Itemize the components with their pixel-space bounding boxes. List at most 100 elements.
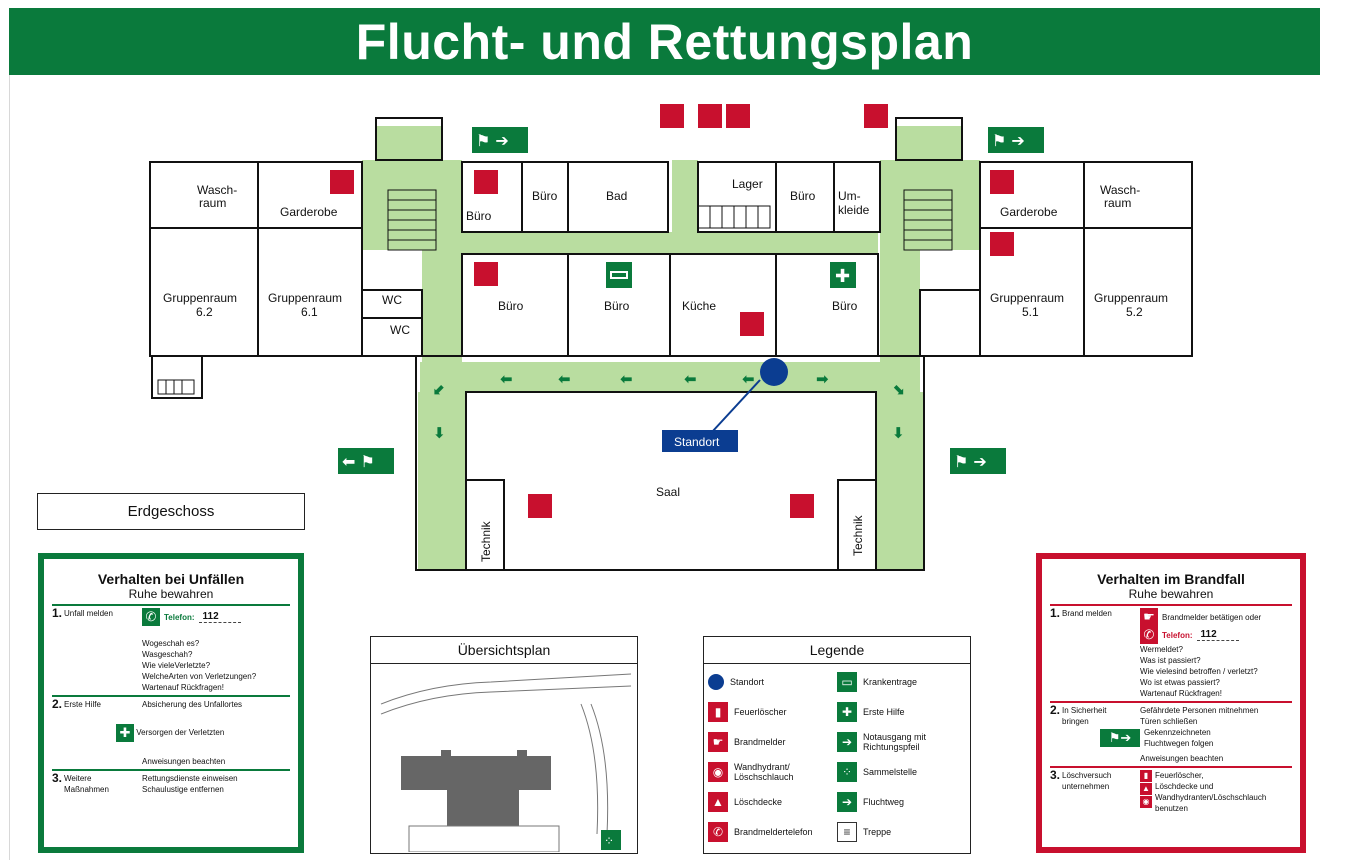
step-number: 2.: [52, 697, 63, 711]
fire-s2-line-3: Gekennzeichneten Fluchtwegen folgen: [1144, 728, 1214, 748]
legend-grid: Standort▭Krankentrage▮Feuerlöscher✚Erste…: [704, 664, 970, 846]
legend-label: Standort: [730, 677, 765, 687]
accident-panel: Verhalten bei Unfällen Ruhe bewahren 1. …: [38, 553, 304, 853]
hydrant-icon: ◉: [708, 762, 728, 782]
fire-blanket-icon: ▲: [708, 792, 728, 812]
fire-s1-line-1: Brandmelder betätigen oder: [1162, 612, 1262, 622]
step-label: Löschversuch unternehmen: [1062, 771, 1112, 791]
standort-pointer: [711, 379, 761, 433]
fire-title: Verhalten im Brandfall: [1097, 571, 1245, 587]
standort-dot-icon: [760, 358, 788, 386]
divider: [52, 695, 290, 697]
fire-alarm-icon: [660, 104, 684, 128]
room-lager: Lager: [732, 177, 763, 191]
legend-label: Wandhydrant/ Löschschlauch: [734, 762, 794, 782]
legend-item: ➔ Fluchtweg: [837, 788, 966, 816]
divider: [1050, 766, 1292, 768]
accident-step-1: 1. Unfall melden ✆Telefon:112 Wogeschah …: [52, 607, 290, 693]
divider: [1050, 604, 1292, 606]
divider: [52, 604, 290, 606]
legend-item: ▭ Krankentrage: [837, 668, 966, 696]
assembly-point-icon: ⁘: [837, 762, 857, 782]
legend-label: Treppe: [863, 827, 892, 837]
step-number: 1.: [1050, 606, 1061, 620]
legend-label: Fluchtweg: [863, 797, 905, 807]
escape-route-icon: ➔: [837, 792, 857, 812]
stairs-icon: ≡: [837, 822, 857, 842]
extinguisher-icon: ▮: [708, 702, 728, 722]
stretcher-icon: ▭: [837, 672, 857, 692]
divider: [1050, 701, 1292, 703]
legend-label: Notausgang mit Richtungspfeil: [863, 732, 927, 752]
fire-s3-line-1: Feuerlöscher, Löschdecke und Wandhydrant…: [1155, 771, 1267, 813]
emergency-exit-icon: ⚑➔: [1100, 729, 1140, 747]
extinguisher-icon: [790, 494, 814, 518]
fire-s2-line-1: Gefährdete Personen mitnehmen: [1140, 706, 1259, 715]
extinguisher-icon: [528, 494, 552, 518]
step-number: 3.: [52, 771, 63, 785]
fire-step-1: 1. Brand melden ☛Brandmelder betätigen o…: [1050, 606, 1292, 699]
fire-s2-line-4: Anweisungen beachten: [1140, 754, 1224, 763]
stairs: [157, 189, 953, 395]
fire-alarm-icon: ☛: [708, 732, 728, 752]
fire-phone-icon: [474, 262, 498, 286]
room-buero-4: Büro: [498, 299, 524, 313]
svg-text:⁘: ⁘: [604, 834, 614, 848]
emergency-exit-icon: ➔: [837, 732, 857, 752]
legend-label: Löschdecke: [734, 797, 783, 807]
legend-title: Legende: [704, 637, 970, 664]
step-label: In Sicherheit bringen: [1062, 706, 1107, 726]
fire-alarm-icon: [864, 104, 888, 128]
room-buero-6: Büro: [832, 299, 858, 313]
legend-panel: Legende Standort ▭ Krankentrage ▮ Feuerlösch…: [703, 636, 971, 854]
route-arrow-icon: ⬇: [433, 424, 446, 442]
standort-dot-icon: [708, 674, 724, 690]
room-waschraum-right: Wasch-raum: [1100, 183, 1140, 210]
room-buero-3: Büro: [790, 189, 816, 203]
step-label: Weitere Maßnahmen: [64, 774, 109, 794]
fire-phone-icon: ✆: [708, 822, 728, 842]
accident-title: Verhalten bei Unfällen: [97, 571, 245, 587]
standort-label: Standort: [674, 435, 720, 449]
fire-q-5: Wartenauf Rückfragen!: [1140, 689, 1222, 698]
route-arrows: ⬅ ⬅ ⬅ ⬅ ⬅ ➡ ⬋ ⬇ ⬊ ⬇: [433, 370, 905, 442]
accident-s2-line-1: Absicherung des Unfallortes: [142, 700, 243, 709]
route-arrow-icon: ⬇: [892, 424, 905, 442]
route-arrow-icon: ⬅: [558, 370, 571, 388]
hydrant-icon: ◉: [1140, 796, 1152, 808]
legend-label: Feuerlöscher: [734, 707, 787, 717]
room-wc-2: WC: [390, 323, 410, 337]
phone-number: 112: [1196, 629, 1239, 641]
fire-q-3: Wie vielesind betroffen / verletzt?: [1140, 667, 1258, 676]
frame-line: [9, 75, 10, 860]
step-label: Unfall melden: [64, 609, 113, 618]
room-technik-left: Technik: [479, 520, 493, 562]
phone-label: Telefon:: [164, 612, 195, 622]
legend-item: ◉ Wandhydrant/ Löschschlauch: [708, 758, 837, 786]
extinguisher-icon: [474, 170, 498, 194]
legend-item: ✆Brandmeldertelefon: [708, 818, 837, 846]
accident-q-2: Wasgeschah?: [142, 650, 193, 659]
legend-item: ▲ Löschdecke: [708, 788, 837, 816]
exit-signs: ⚑ ➔ ⚑ ➔ ⬅ ⚑ ⚑ ➔ ✚: [338, 127, 1044, 474]
accident-q-5: Wartenauf Rückfragen!: [142, 683, 224, 692]
emergency-exit-icon: ⬅ ⚑: [338, 448, 394, 474]
step-number: 2.: [1050, 703, 1061, 717]
legend-item: ☛Brandmelder: [708, 728, 837, 756]
fire-alarm-icon: [330, 170, 354, 194]
svg-text:⬅ ⚑: ⬅ ⚑: [342, 452, 375, 471]
fire-s2-line-2: Türen schließen: [1140, 717, 1198, 726]
room-bad: Bad: [606, 189, 627, 203]
room-garderobe-right: Garderobe: [1000, 205, 1058, 219]
legend-item: ≡ Treppe: [837, 818, 966, 846]
legend-label: Krankentrage: [863, 677, 918, 687]
overview-title: Übersichtsplan: [371, 637, 637, 664]
svg-text:⚑ ➔: ⚑ ➔: [476, 131, 509, 150]
accident-q-1: Wogeschah es?: [142, 639, 200, 648]
accident-s3-line-2: Schaulustige entfernen: [142, 785, 224, 794]
first-aid-icon: ✚: [837, 702, 857, 722]
legend-item: ⁘Sammelstelle: [837, 758, 966, 786]
